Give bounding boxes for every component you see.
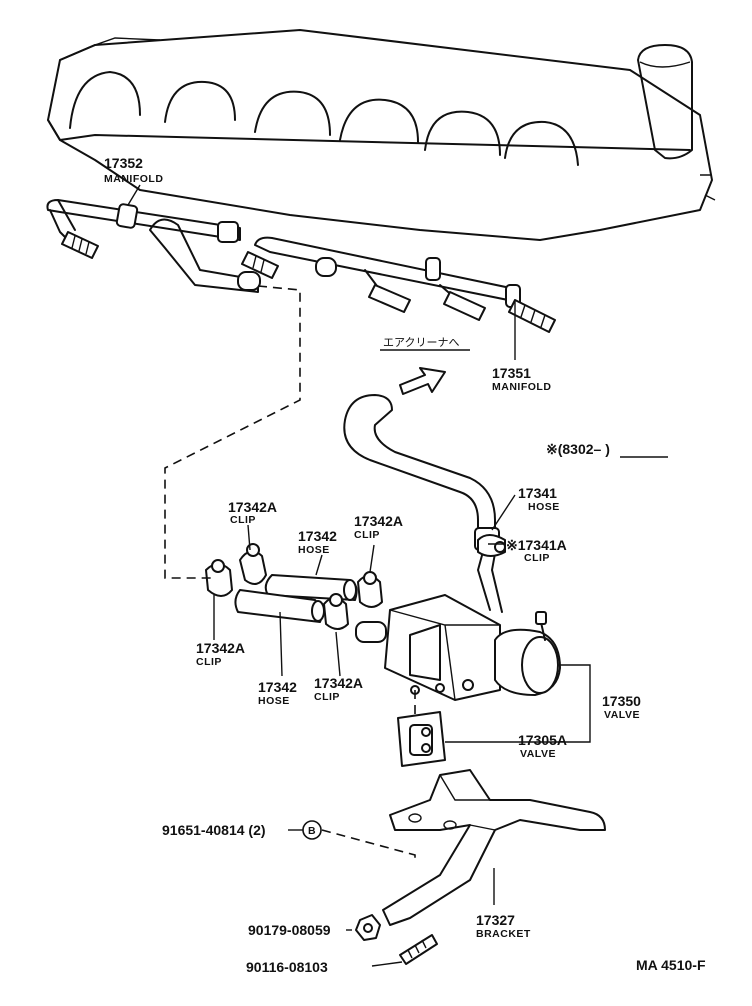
label-17342A-br-name: CLIP bbox=[314, 691, 340, 703]
label-17342A-tr-name: CLIP bbox=[354, 529, 380, 541]
nut-90179 bbox=[355, 914, 381, 941]
manifold-17352 bbox=[46, 199, 279, 293]
direction-note: エアクリーナへ bbox=[383, 336, 459, 349]
label-17342-top-num: 17342 bbox=[298, 528, 337, 544]
label-17342A-bl-name: CLIP bbox=[196, 656, 222, 668]
gasket-17305A bbox=[397, 711, 446, 767]
date-note: ※(8302– ) bbox=[546, 441, 610, 457]
label-17342A-br-num: 17342A bbox=[314, 675, 363, 691]
callout-b: B bbox=[302, 820, 322, 840]
label-17351-name: MANIFOLD bbox=[492, 381, 551, 393]
label-17342-bottom-name: HOSE bbox=[258, 695, 290, 707]
label-17341A-name: CLIP bbox=[524, 552, 550, 564]
label-17342A-tl-num: 17342A bbox=[228, 499, 277, 515]
label-17305A-name: VALVE bbox=[520, 748, 556, 760]
connection-dashed-line bbox=[164, 285, 301, 579]
svg-text:B: B bbox=[308, 825, 316, 837]
leader-lines bbox=[127, 184, 591, 967]
label-90116-num: 90116-08103 bbox=[246, 959, 328, 975]
air-cleaner-arrow bbox=[399, 367, 446, 395]
bolt-dashed-line bbox=[321, 690, 416, 860]
label-17352-name: MANIFOLD bbox=[104, 173, 163, 185]
bracket-17327 bbox=[382, 769, 606, 926]
label-17327-name: BRACKET bbox=[476, 928, 531, 940]
label-91651-num: 91651-40814 (2) bbox=[162, 822, 266, 838]
hose-17342-lower bbox=[234, 589, 325, 623]
label-17327-num: 17327 bbox=[476, 912, 515, 928]
label-17350-name: VALVE bbox=[604, 709, 640, 721]
label-17341-name: HOSE bbox=[528, 501, 560, 513]
label-17341A-num: ※17341A bbox=[506, 537, 567, 553]
manifold-17351 bbox=[254, 236, 556, 333]
clips-17342A bbox=[205, 543, 383, 630]
label-17342A-bl-num: 17342A bbox=[196, 640, 245, 656]
label-17342A-tl-name: CLIP bbox=[230, 514, 256, 526]
diagram-code: MA 4510-F bbox=[636, 957, 706, 973]
label-17342-bottom-num: 17342 bbox=[258, 679, 297, 695]
valve-17350 bbox=[355, 594, 561, 701]
engine-head-outline bbox=[47, 29, 716, 241]
label-17342A-tr-num: 17342A bbox=[354, 513, 403, 529]
label-90179-num: 90179-08059 bbox=[248, 922, 331, 938]
label-17341-num: 17341 bbox=[518, 485, 557, 501]
label-17351-num: 17351 bbox=[492, 365, 531, 381]
label-17305A-num: 17305A bbox=[518, 732, 567, 748]
stud-90116 bbox=[399, 934, 438, 965]
label-17350-num: 17350 bbox=[602, 693, 641, 709]
label-17352-num: 17352 bbox=[104, 155, 143, 171]
label-17342-top-name: HOSE bbox=[298, 544, 330, 556]
